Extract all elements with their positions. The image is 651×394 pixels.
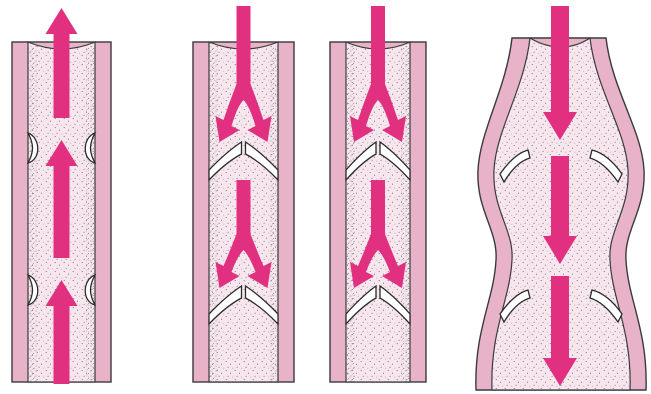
wall-shadow-left [209,46,218,382]
wall-shadow-left [28,46,37,382]
wall-shadow-left [346,46,355,382]
wall-shadow-right [86,46,95,382]
wall-shadow-right [269,46,278,382]
wall-shadow-right [401,46,410,382]
